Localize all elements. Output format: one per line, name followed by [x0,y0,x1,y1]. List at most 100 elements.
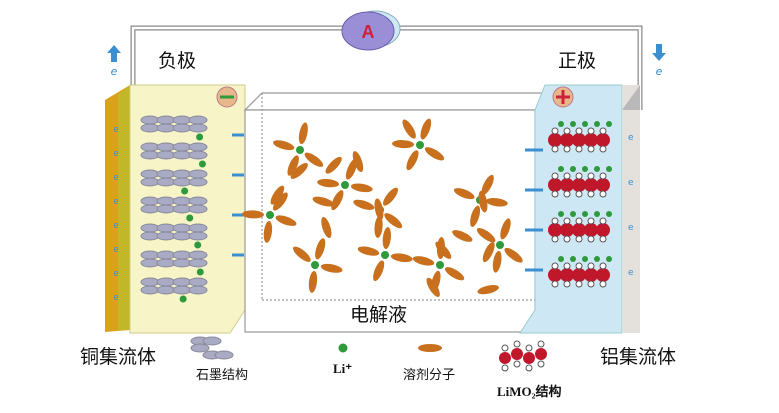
electron-mark: e [113,269,119,279]
solvent-molecule [373,260,385,282]
solvent-molecule [392,140,415,149]
solvent-molecule [452,230,473,242]
limo2-oxygen [587,217,595,225]
graphite-hexagon [140,123,160,133]
electron-mark: e [113,221,119,231]
graphite-hexagon [172,196,192,206]
solvated-li-ion [296,146,304,154]
li-ion [179,295,187,303]
svg-text:e: e [111,65,118,78]
solvent-molecule [242,210,265,219]
li-ion [558,166,564,172]
legend-solvent-icon [418,344,442,352]
solvated-li-ion [381,251,389,259]
solvent-molecule [352,151,364,173]
solvent-molecule [482,241,495,263]
limo2-oxygen [599,190,607,198]
solvent-molecule [382,227,391,250]
li-ion [570,211,576,217]
solvent-molecule [273,140,295,151]
limo2-oxygen [575,262,583,270]
aluminum-collector-label: 铝集流体 [600,346,677,368]
solvent-molecule [292,246,311,262]
limo2-oxygen [587,235,595,243]
graphite-hexagon [140,169,160,179]
solvent-molecule [308,270,318,293]
limo2-oxide [572,268,586,282]
solvent-molecule [270,185,285,205]
limo2-oxide [548,223,562,237]
graphite-hexagon [156,150,176,160]
copper-collector-label: 铜集流体 [80,346,157,368]
graphite-hexagon [172,177,192,187]
graphite-hexagon [140,204,160,214]
solvent-molecule [312,196,334,207]
limo2-oxygen [599,280,607,288]
li-ion [558,121,564,127]
limo2-oxygen [599,127,607,135]
graphite-hexagon [172,258,192,268]
li-ion [582,211,588,217]
limo2-oxygen [551,217,559,225]
legend-solvent-label: 溶剂分子 [403,368,456,383]
solvent-molecule [357,246,380,256]
graphite-hexagon [188,169,208,179]
graphite-hexagon [172,223,192,233]
limo2-oxygen [551,172,559,180]
graphite-hexagon [140,285,160,295]
svg-text:e: e [656,65,663,78]
electron-mark: e [628,133,634,143]
solvent-molecule [350,183,373,193]
solvent-molecule [435,241,452,259]
graphite-hexagon [172,169,192,179]
graphite-hexagon [156,250,176,260]
li-ion [582,166,588,172]
solvent-molecule [424,147,445,161]
graphite-hexagon [156,115,176,125]
li-ion [606,166,612,172]
graphite-hexagon [140,277,160,287]
electron-flow-up-arrow: e [107,45,121,78]
li-ion [558,211,564,217]
solvated-li-ion [311,261,319,269]
limo2-oxygen [551,262,559,270]
li-ion [558,256,564,262]
limo2-oxygen [563,217,571,225]
solvent-molecule [383,187,399,206]
graphite-hexagon [140,223,160,233]
limo2-oxygen [575,190,583,198]
solvated-li-ion [436,261,444,269]
graphite-hexagon [172,204,192,214]
graphite-hexagon [172,142,192,152]
solvated-li-ion [416,141,424,149]
li-ion [194,241,202,249]
graphite-hexagon [172,250,192,260]
limo2-oxygen [551,280,559,288]
graphite-hexagon [188,115,208,125]
limo2-oxygen [575,235,583,243]
solvated-li-ion [496,241,504,249]
solvated-li-ion [266,211,274,219]
limo2-oxygen [587,127,595,135]
li-ion [181,187,189,195]
limo2-oxygen [587,262,595,270]
graphite-hexagon [140,150,160,160]
limo2-oxide [560,133,574,147]
solvent-molecule [384,213,403,229]
li-ion [606,256,612,262]
solvent-molecule [272,192,288,211]
li-ion [186,214,194,222]
graphite-hexagon [140,231,160,241]
solvent-molecule [481,174,494,195]
limo2-oxide [548,178,562,192]
limo2-oxide [596,223,610,237]
graphite-hexagon [172,277,192,287]
limo2-oxide [572,178,586,192]
graphite-hexagon [156,277,176,287]
graphite-hexagon [172,115,192,125]
solvated-li-ion [341,181,349,189]
li-ion [582,121,588,127]
solvent-molecule [325,156,342,174]
solvent-molecule [477,284,499,295]
electron-mark: e [628,223,634,233]
